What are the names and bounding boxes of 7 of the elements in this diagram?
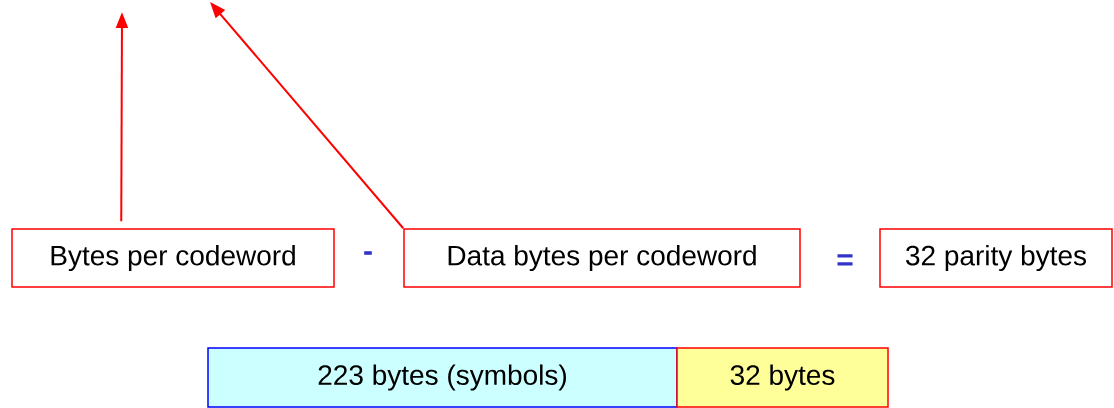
segment-box: 223 bytes (symbols): [207, 347, 678, 408]
operator-sign: =: [837, 254, 853, 266]
term-box: 32 parity bytes: [879, 228, 1113, 288]
term-box: Data bytes per codeword: [403, 228, 801, 288]
segment-box: 32 bytes: [676, 347, 889, 408]
operator-sign: -: [364, 251, 372, 255]
term-box: Bytes per codeword: [11, 228, 335, 288]
